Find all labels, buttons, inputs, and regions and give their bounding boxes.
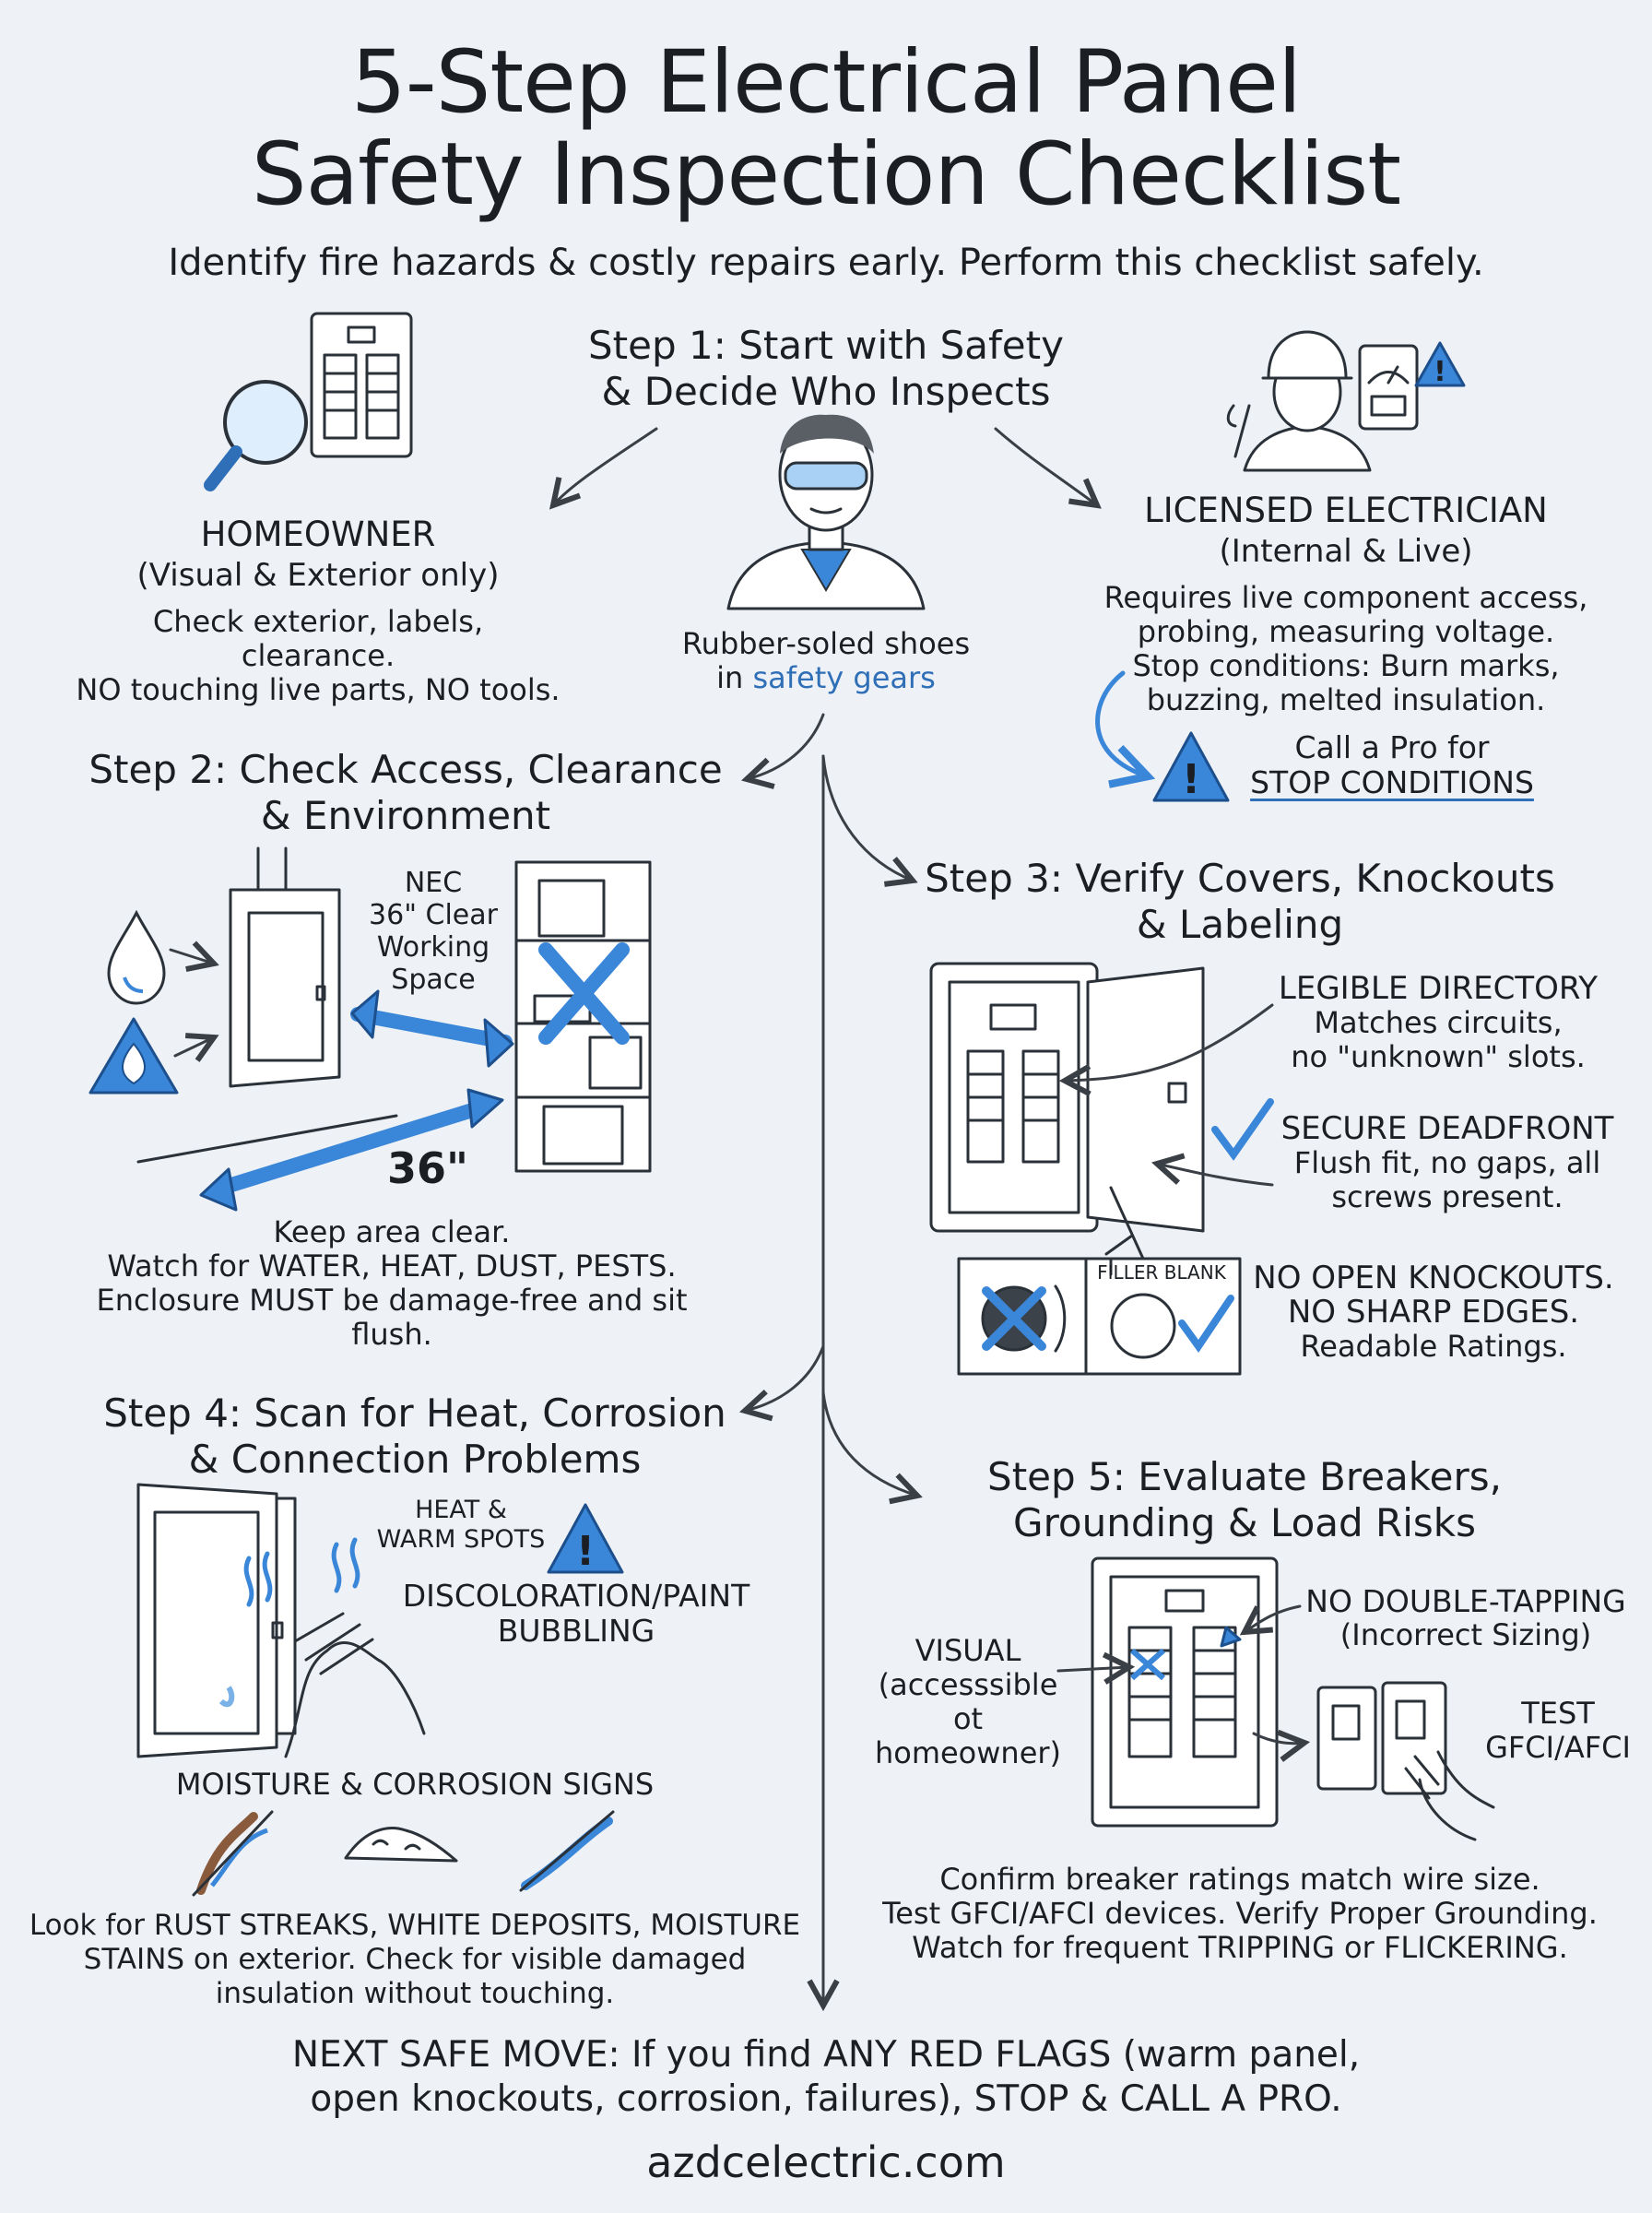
double-tap-arrow [1245, 1604, 1302, 1632]
warning-triangle-icon: ! [1152, 731, 1230, 803]
visual-arrow [1056, 1667, 1129, 1671]
step5-lines: Confirm breaker ratings match wire size.… [882, 1862, 1598, 1965]
step2-heading: Step 2: Check Access, Clearance& Environ… [88, 747, 723, 838]
clearance-arrows [136, 989, 514, 1212]
heat-warning-icon: ! [547, 1503, 624, 1575]
deadfront-check-icon [1211, 1098, 1274, 1161]
moisture-title: MOISTURE & CORROSION SIGNS [175, 1767, 655, 1802]
step4-heading: Step 4: Scan for Heat, Corrosion& Connec… [103, 1391, 726, 1482]
panel-open-door-icon [929, 962, 1205, 1233]
electrician-lines: Requires live component access,probing, … [1103, 580, 1588, 717]
fire-arrow [173, 1037, 214, 1056]
gfci-breaker-icon [1316, 1681, 1495, 1841]
double-tap-label: NO DOUBLE-TAPPING(Incorrect Sizing) [1305, 1583, 1626, 1652]
clearance-dimension: 36" [387, 1143, 468, 1193]
call-pro-arrow [1095, 670, 1148, 776]
safety-gear-caption: Rubber-soled shoes in safety gears [681, 626, 971, 695]
wall-panel-icon [229, 846, 341, 1088]
heat-panel-icon [136, 1483, 426, 1758]
step3-heading: Step 3: Verify Covers, Knockouts& Labeli… [925, 856, 1555, 947]
step5-heading: Step 5: Evaluate Breakers,Grounding & Lo… [987, 1454, 1502, 1545]
electrician-block: LICENSED ELECTRICIAN (Internal & Live) R… [1069, 491, 1622, 717]
moisture-stain-icon [519, 1810, 615, 1892]
shelf-icon [514, 860, 652, 1173]
svg-text:!: ! [1182, 756, 1200, 803]
test-arrow [1252, 1734, 1304, 1744]
knockout-box-icon [957, 1234, 1242, 1376]
fire-hazard-icon [88, 1017, 179, 1095]
heat-label: HEAT &WARM SPOTS [376, 1496, 546, 1554]
call-pro-callout: Call a Pro for STOP CONDITIONS [1250, 729, 1534, 800]
website-url: azdcelectric.com [646, 2137, 1006, 2187]
flow-arrows [553, 427, 1097, 2006]
water-drop-icon [107, 909, 166, 1005]
filler-blank-label: FILLER BLANK [1097, 1261, 1226, 1284]
person-goggles-icon [726, 414, 926, 610]
homeowner-scope: (Visual & Exterior only) [136, 557, 500, 594]
magnifier-panel-icon [204, 312, 413, 491]
step2-lines: Keep area clear.Watch for WATER, HEAT, D… [96, 1214, 688, 1352]
homeowner-lines: Check exterior, labels, clearance.NO tou… [76, 604, 560, 707]
white-deposit-icon [344, 1827, 458, 1863]
water-arrow [169, 950, 214, 964]
page-subtitle: Identify fire hazards & costly repairs e… [168, 242, 1484, 284]
deadfront-arrow [1157, 1164, 1274, 1187]
filler-pointer [1109, 1186, 1145, 1260]
svg-text:!: ! [576, 1528, 595, 1575]
knockouts-label: NO OPEN KNOCKOUTS.NO SHARP EDGES.Readabl… [1253, 1260, 1614, 1364]
page-title: 5-Step Electrical Panel Safety Inspectio… [251, 32, 1401, 225]
electrician-icon: ! [1226, 330, 1466, 472]
electrician-scope: (Internal & Live) [1219, 533, 1473, 570]
step4-lines: Look for RUST STREAKS, WHITE DEPOSITS, M… [29, 1909, 801, 2010]
step1-heading: Step 1: Start with Safety& Decide Who In… [588, 323, 1064, 414]
electrician-title: LICENSED ELECTRICIAN [1144, 491, 1548, 530]
homeowner-block: HOMEOWNER (Visual & Exterior only) Check… [74, 515, 562, 707]
svg-text:!: ! [1434, 356, 1446, 388]
homeowner-title: HOMEOWNER [200, 515, 436, 554]
breaker-panel-icon [1091, 1556, 1279, 1828]
next-safe-move: NEXT SAFE MOVE: If you find ANY RED FLAG… [291, 2034, 1361, 2120]
directory-arrow [1065, 1003, 1274, 1081]
rust-streak-icon [192, 1810, 274, 1897]
